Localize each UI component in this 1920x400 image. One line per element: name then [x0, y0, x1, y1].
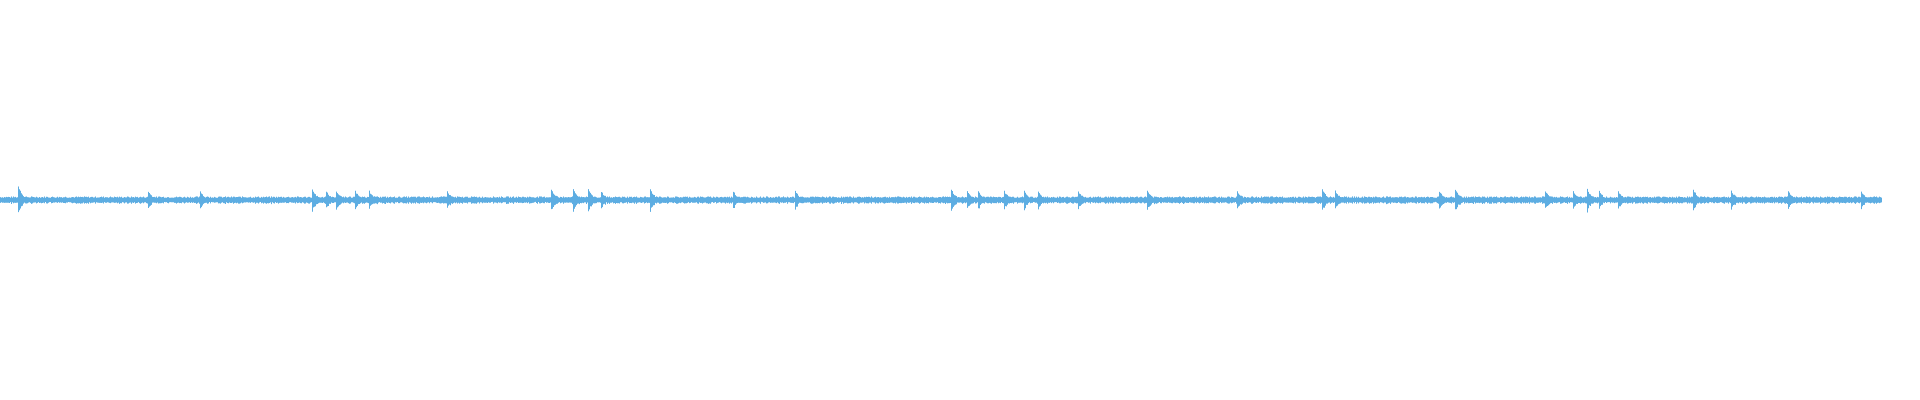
- waveform-trace: [0, 186, 1882, 213]
